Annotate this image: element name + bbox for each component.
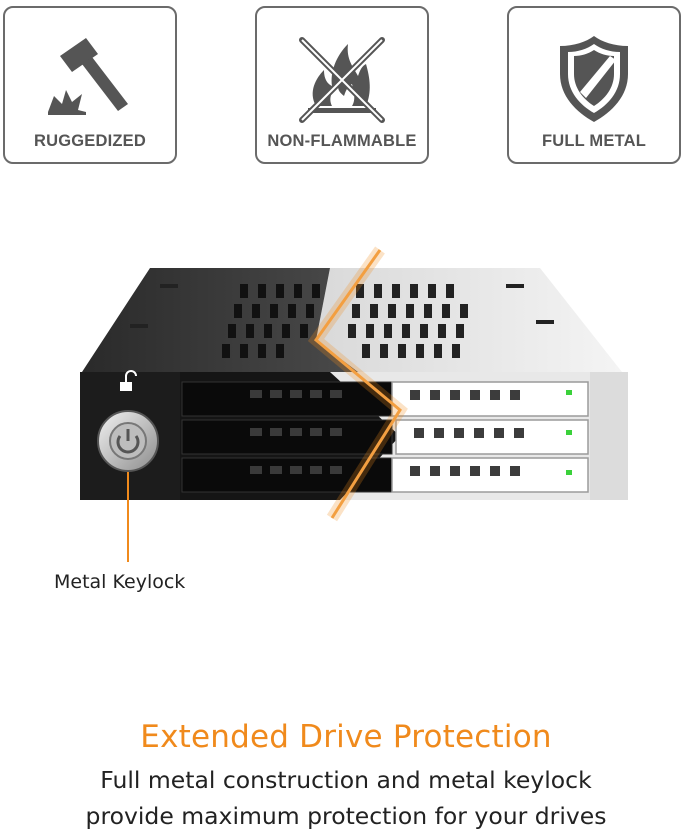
shield-icon	[560, 36, 628, 122]
ruggedized-badge: RUGGEDIZED	[3, 6, 177, 164]
no-fire-icon	[299, 37, 385, 123]
full-metal-badge: FULL METAL	[507, 6, 681, 164]
hammer-icon	[48, 38, 128, 115]
badge-label: NON-FLAMMABLE	[267, 132, 417, 150]
headline: Extended Drive Protection	[140, 719, 552, 755]
body-text-line-2: provide maximum protection for your driv…	[85, 802, 607, 830]
badge-label: FULL METAL	[541, 132, 647, 150]
metal-keylock-label: Metal Keylock	[54, 571, 186, 593]
drive-enclosure-image	[80, 246, 628, 562]
body-text-line-1: Full metal construction and metal keyloc…	[100, 766, 592, 794]
unlock-icon	[120, 370, 137, 391]
badge-label: RUGGEDIZED	[33, 132, 146, 150]
non-flammable-badge: NON-FLAMMABLE	[255, 6, 429, 164]
